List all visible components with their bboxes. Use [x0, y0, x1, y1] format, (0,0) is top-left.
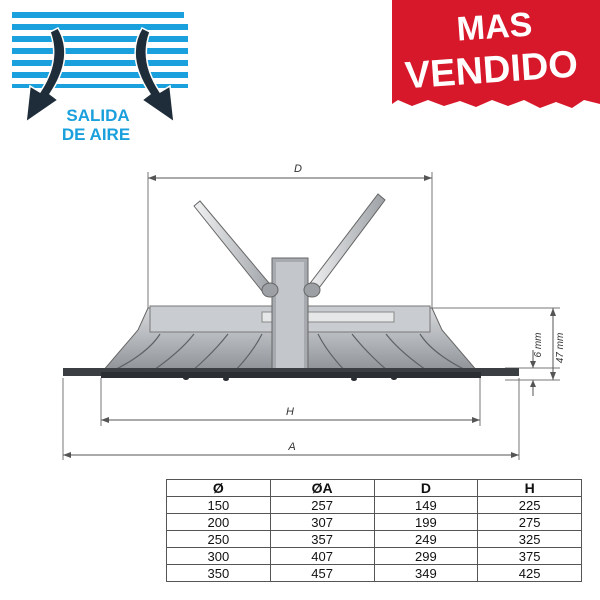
table-cell: 457 [269, 564, 375, 582]
table-header-row: Ø ØA D H [166, 479, 582, 497]
table-header: ØA [269, 479, 375, 497]
table-cell: 357 [269, 530, 375, 548]
table-cell: 225 [477, 496, 582, 514]
diffuser-drawing: D H A 47 mm 6 mm [62, 163, 566, 460]
table-row: 200 307 199 275 [166, 513, 582, 531]
arrow-down-left-icon [25, 27, 66, 124]
dimension-label-d: D [294, 163, 302, 175]
table-cell: 257 [269, 496, 375, 514]
table-row: 300 407 299 375 [166, 547, 582, 565]
dimension-line-h [101, 417, 480, 423]
dimension-label-a: A [287, 441, 295, 453]
table-cell: 350 [166, 564, 271, 582]
badge-background [392, 0, 600, 108]
dimension-label-h: H [286, 406, 294, 418]
louver-lines [12, 12, 188, 88]
table-cell: 325 [477, 530, 582, 548]
table-cell: 349 [373, 564, 479, 582]
dimension-line-6mm [530, 350, 536, 396]
table-cell: 300 [166, 547, 271, 565]
dimension-line-47mm [550, 308, 556, 380]
dimension-line-d [148, 175, 432, 181]
table-cell: 200 [166, 513, 271, 531]
airflow-icon: SALIDA DE AIRE [12, 12, 188, 144]
table-cell: 299 [373, 547, 479, 565]
dimension-label-6mm: 6 mm [533, 333, 544, 358]
table-cell: 250 [166, 530, 271, 548]
diffuser-body [63, 257, 519, 381]
table-header: D [373, 479, 479, 497]
table-header: Ø [166, 479, 271, 497]
table-cell: 275 [477, 513, 582, 531]
table-cell: 407 [269, 547, 375, 565]
table-cell: 375 [477, 547, 582, 565]
dimension-label-47mm: 47 mm [555, 333, 566, 364]
table-cell: 199 [373, 513, 479, 531]
badge-line1: MAS [455, 5, 533, 48]
table-cell: 307 [269, 513, 375, 531]
table-cell: 425 [477, 564, 582, 582]
best-seller-badge: MAS VENDIDO [392, 0, 600, 108]
table-header: H [477, 479, 582, 497]
table-cell: 150 [166, 496, 271, 514]
dimension-line-a [63, 452, 519, 458]
table-row: 250 357 249 325 [166, 530, 582, 548]
airflow-label-line2: DE AIRE [62, 125, 130, 144]
airflow-label-line1: SALIDA [66, 106, 129, 125]
table-row: 150 257 149 225 [166, 496, 582, 514]
table-row: 350 457 349 425 [166, 564, 582, 582]
table-cell: 249 [373, 530, 479, 548]
table-cell: 149 [373, 496, 479, 514]
dimensions-table: Ø ØA D H 150 257 149 225 200 307 199 275… [166, 479, 582, 582]
arrow-down-right-icon [134, 27, 175, 124]
